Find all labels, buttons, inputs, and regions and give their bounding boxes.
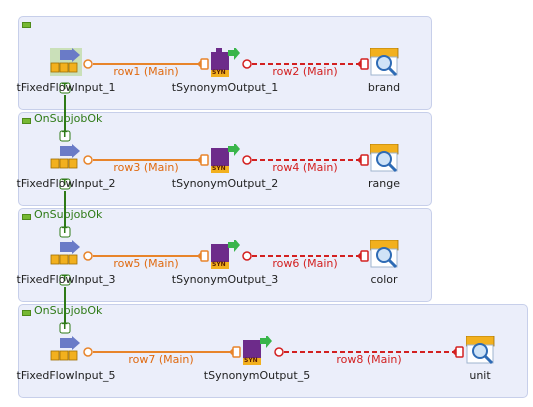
row7-label[interactable]: row7 (Main): [128, 353, 194, 366]
row4-label[interactable]: row4 (Main): [272, 161, 338, 174]
on-subjob-ok-label: OnSubjobOk: [34, 208, 103, 221]
reject-arrowheads: [357, 60, 456, 356]
component-name: brand: [367, 81, 401, 94]
tsynonymoutput-3-component[interactable]: [210, 238, 240, 270]
trigger-badges: [59, 82, 71, 334]
subjob-collapse-toggle[interactable]: [22, 214, 31, 220]
tsynonymoutput-5-component[interactable]: [242, 334, 272, 366]
component-name: tSynonymOutput_1: [171, 81, 279, 94]
syn-badge: SYN: [212, 69, 226, 76]
trigger-letter: T: [62, 82, 68, 91]
tfixedflowinput-2-component[interactable]: [50, 144, 82, 172]
row3-label[interactable]: row3 (Main): [113, 161, 179, 174]
index-search-icon: [465, 335, 495, 365]
component-name: unit: [469, 369, 491, 382]
row8-label[interactable]: row8 (Main): [336, 353, 402, 366]
synonym-output-icon: [243, 334, 272, 365]
component-name: tSynonymOutput_3: [171, 273, 279, 286]
index-search-icon: [369, 47, 399, 77]
component-name: color: [370, 273, 398, 286]
input-port-group: [83, 59, 93, 357]
syn-badge: SYN: [212, 261, 226, 268]
fixed-flow-input-icon: [50, 240, 80, 265]
range-index-component[interactable]: [369, 143, 400, 174]
index-search-icon: [369, 143, 399, 173]
tfixedflowinput-1-component[interactable]: [50, 48, 82, 76]
row6-label[interactable]: row6 (Main): [272, 257, 338, 270]
component-name: tFixedFlowInput_3: [16, 273, 116, 286]
index-input-port-group: [360, 58, 464, 358]
subjob-collapse-toggle[interactable]: [22, 310, 31, 316]
component-name: tFixedFlowInput_5: [16, 369, 116, 382]
syn-badge: SYN: [244, 357, 258, 364]
row5-label[interactable]: row5 (Main): [113, 257, 179, 270]
brand-index-component[interactable]: [369, 47, 400, 78]
synonym-output-port-group: [242, 59, 284, 357]
component-name: tFixedFlowInput_2: [16, 177, 116, 190]
subjob-collapse-toggle[interactable]: [22, 118, 31, 124]
color-index-component[interactable]: [369, 239, 400, 270]
component-name: tFixedFlowInput_1: [16, 81, 116, 94]
on-subjob-ok-label: OnSubjobOk: [34, 112, 103, 125]
trigger-letter: T: [62, 322, 68, 331]
trigger-letter: T: [62, 274, 68, 283]
component-name: tSynonymOutput_5: [203, 369, 311, 382]
component-name: tSynonymOutput_2: [171, 177, 279, 190]
component-name: range: [368, 177, 400, 190]
synonym-output-icon: [211, 238, 240, 269]
tfixedflowinput-3-component[interactable]: [50, 240, 82, 268]
fixed-flow-input-icon: [50, 144, 80, 169]
subjob-collapse-toggle[interactable]: [22, 22, 31, 28]
synonym-output-icon: [211, 46, 240, 77]
on-subjob-ok-label: OnSubjobOk: [34, 304, 103, 317]
synonym-output-icon: [211, 142, 240, 173]
fixed-flow-input-icon: [50, 48, 82, 76]
fixed-flow-input-icon: [50, 336, 80, 361]
row2-label[interactable]: row2 (Main): [272, 65, 338, 78]
tsynonymoutput-1-component[interactable]: [210, 46, 240, 78]
tsynonymoutput-2-component[interactable]: [210, 142, 240, 174]
trigger-letter: T: [62, 130, 68, 139]
tfixedflowinput-5-component[interactable]: [50, 336, 82, 364]
main-arrowheads: [197, 60, 233, 356]
trigger-letter: T: [62, 178, 68, 187]
row1-label[interactable]: row1 (Main): [113, 65, 179, 78]
index-search-icon: [369, 239, 399, 269]
synonym-input-port-group: [200, 58, 241, 358]
syn-badge: SYN: [212, 165, 226, 172]
trigger-letter: T: [62, 226, 68, 235]
unit-index-component[interactable]: [465, 335, 496, 366]
